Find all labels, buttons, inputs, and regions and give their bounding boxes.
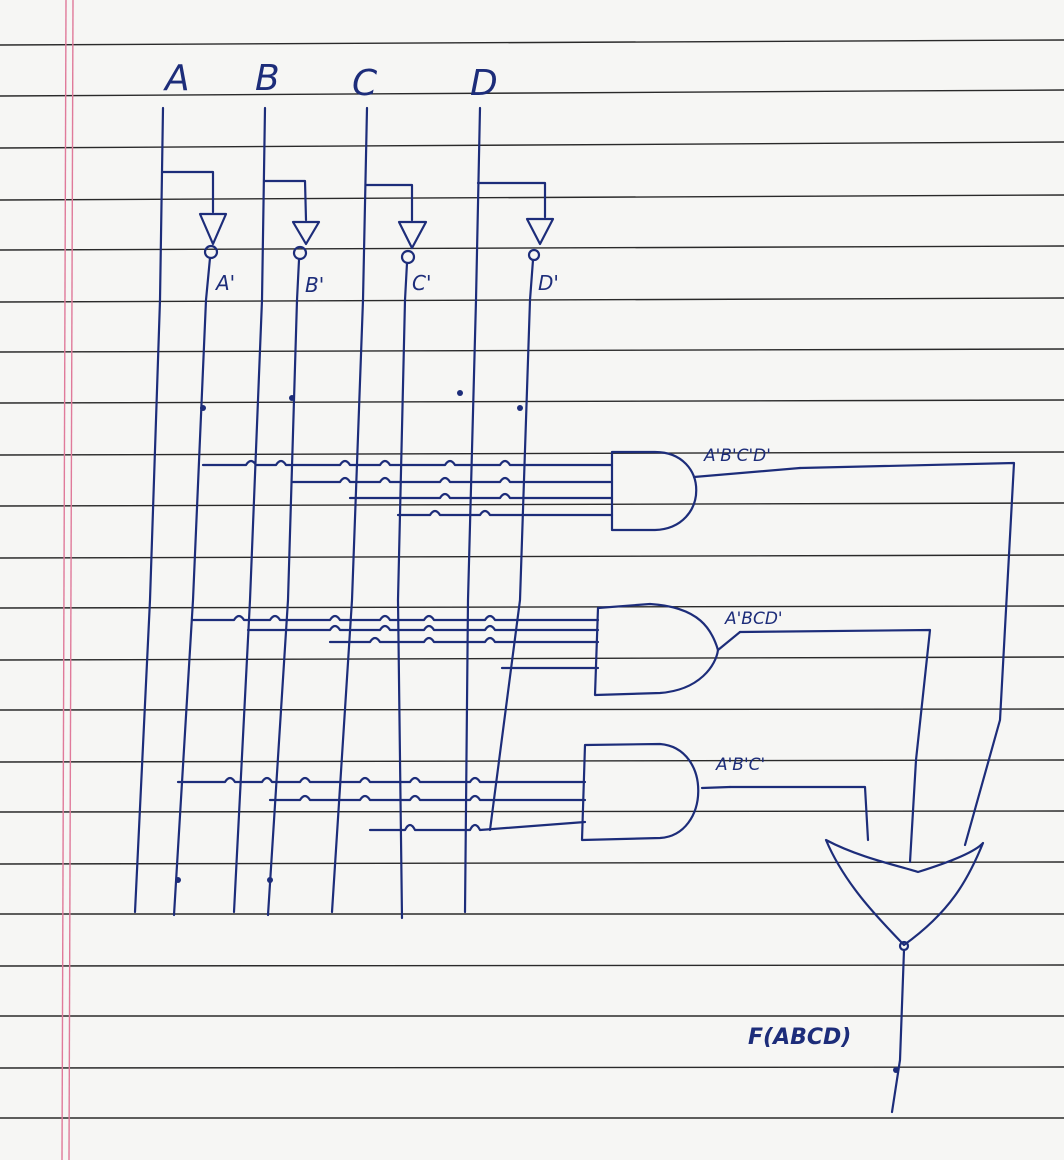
and-gate-1	[610, 450, 1016, 847]
complement-line-b	[266, 258, 301, 917]
input-line-b	[232, 106, 267, 914]
complement-line-a	[172, 256, 212, 917]
inverter-d	[525, 217, 555, 262]
inverter-labels: A' B' C' D'	[214, 271, 559, 297]
inverter-b	[291, 220, 321, 261]
or-gate	[824, 838, 985, 1114]
complement-lines	[172, 256, 535, 920]
inverter-label-b: B'	[305, 273, 324, 297]
and-gate-3-term: A'B'C'	[715, 755, 765, 775]
complement-line-d	[488, 258, 535, 832]
input-label-d: D	[470, 63, 498, 104]
and-gate-1-term: A'B'C'D'	[703, 446, 771, 466]
input-line-c	[330, 106, 369, 914]
input-labels: A B C D	[163, 58, 498, 104]
and-gate-1-inputs	[201, 459, 614, 517]
inverter-c	[397, 220, 428, 265]
inverter-taps	[160, 170, 547, 222]
inverter-label-a: A'	[214, 271, 235, 295]
and-gate-3-inputs	[176, 776, 587, 832]
and-gate-2-inputs	[191, 614, 600, 670]
input-lines	[133, 106, 482, 914]
or-gate-output-label: F(ABCD)	[748, 1025, 851, 1050]
bus-junctions	[175, 390, 523, 883]
and-gate-2-term: A'BCD'	[724, 609, 783, 629]
input-line-a	[133, 106, 165, 914]
margin-lines	[61, 0, 74, 1160]
ruled-lines	[0, 39, 1064, 1119]
inverter-label-d: D'	[538, 271, 559, 295]
inverter-a	[198, 212, 228, 260]
complement-line-c	[396, 261, 409, 920]
and-gate-3	[580, 742, 870, 842]
input-label-b: B	[255, 58, 280, 99]
inverter-label-c: C'	[412, 271, 431, 295]
input-label-c: C	[352, 63, 378, 104]
input-label-a: A	[163, 58, 190, 99]
and-gate-2	[593, 602, 932, 864]
input-line-d	[463, 106, 482, 914]
